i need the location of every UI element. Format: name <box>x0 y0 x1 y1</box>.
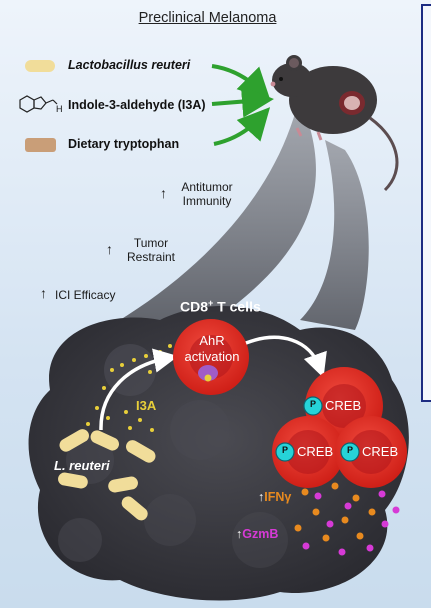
phospho-label: P <box>346 445 353 455</box>
creb-tcells <box>272 367 407 488</box>
input-label-i3a: Indole-3-aldehyde (I3A) <box>68 98 206 112</box>
up-arrow-icon: ↑ <box>160 185 167 201</box>
phospho-badges <box>275 396 360 462</box>
food-pellet-icon <box>25 138 56 152</box>
effect-line1: ICI Efficacy <box>55 288 116 302</box>
effect-line2: Immunity <box>182 194 232 208</box>
right-panel-border <box>421 4 431 402</box>
zoom-cone <box>120 110 316 320</box>
cd8-text: CD8 <box>180 298 209 315</box>
cd8-sup: + <box>208 298 214 308</box>
creb-label: CREB <box>362 444 399 459</box>
effect-line1: Tumor <box>133 236 169 250</box>
creb-label: CREB <box>297 444 334 459</box>
ahr-line1: AhR <box>199 333 225 348</box>
creb-label: CREB <box>325 398 362 413</box>
effect-ici-efficacy: ↑ ICI Efficacy <box>40 286 135 302</box>
input-label-tryptophan: Dietary tryptophan <box>68 137 180 151</box>
diagram-title: Preclinical Melanoma <box>138 10 277 26</box>
up-arrow-icon: ↑ <box>258 490 265 504</box>
ifng-label: ↑IFNγ <box>258 490 291 504</box>
ifng-dots <box>294 482 376 542</box>
i3a-label: I3A <box>136 398 157 413</box>
arrow-i3a-to-mouse <box>211 85 274 118</box>
up-arrow-icon: ↑ <box>40 285 47 301</box>
effect-line1: Antitumor <box>181 180 233 194</box>
effect-antitumor-immunity: ↑ Antitumor Immunity <box>160 180 242 208</box>
up-arrow-icon: ↑ <box>106 241 113 257</box>
ahr-line2: activation <box>184 349 240 364</box>
gzmb-label: ↑GzmB <box>236 527 278 541</box>
zoom-cone-right <box>300 140 369 330</box>
bacteria-cluster <box>58 429 156 521</box>
phospho-label: P <box>309 399 316 409</box>
cd8-tcells-title: CD8+ T cells <box>180 298 261 315</box>
bacterium-icon <box>25 60 55 72</box>
up-arrow-icon: ↑ <box>236 527 243 541</box>
ahr-tcell <box>173 319 249 395</box>
effect-tumor-restraint: ↑ Tumor Restraint <box>106 236 186 264</box>
ahr-activation-label: AhR activation <box>181 333 243 365</box>
indole-atom-label: H <box>56 104 63 114</box>
ifng-text: IFNγ <box>264 490 292 504</box>
l-reuteri-label: L. reuteri <box>54 458 110 473</box>
arrow-ahr-to-creb <box>245 335 327 378</box>
mouse-icon <box>270 55 399 192</box>
phospho-label: P <box>281 445 288 455</box>
gzmb-dots <box>302 490 400 556</box>
arrow-bacteria-to-mouse <box>211 64 271 101</box>
effect-line2: Restraint <box>126 250 176 264</box>
input-label-bacteria: Lactobacillus reuteri <box>68 58 191 72</box>
gzmb-text: GzmB <box>242 527 279 541</box>
arrow-i3a-to-cell <box>99 348 179 431</box>
indole-structure-icon <box>19 95 58 113</box>
tcells-text: T cells <box>213 298 261 315</box>
arrow-tryptophan-to-mouse <box>213 107 271 146</box>
